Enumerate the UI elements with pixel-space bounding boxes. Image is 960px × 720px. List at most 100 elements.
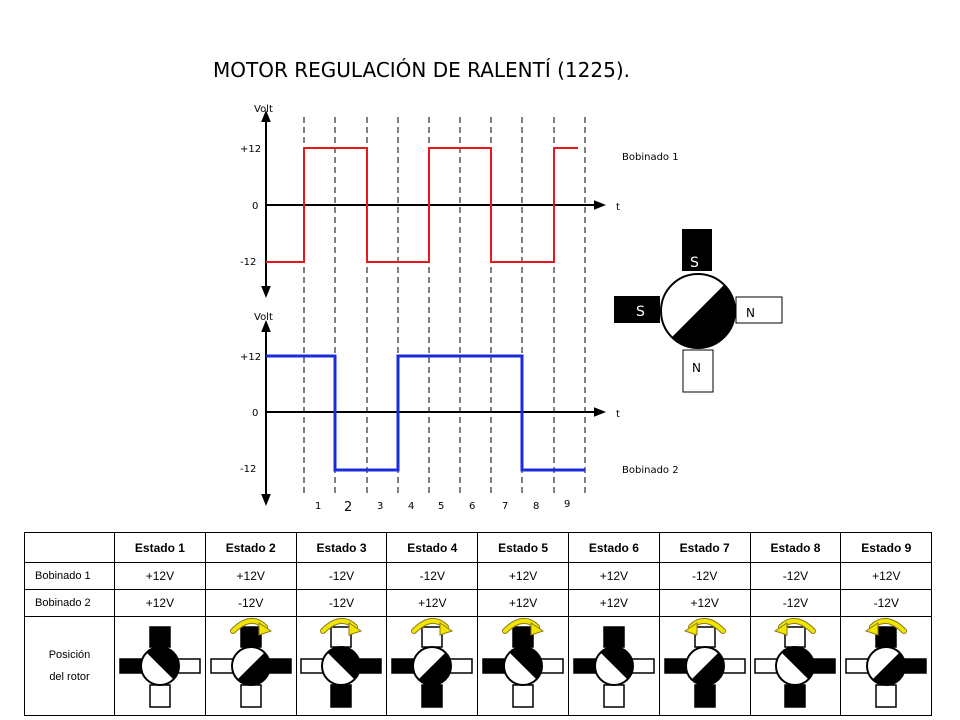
graph2-ylabel: Volt [254,312,273,323]
rotor-pole-top [784,626,807,648]
header-estado-8: Estado 8 [749,532,842,563]
rotation-arrowhead-icon [348,622,363,636]
header-estado-2: Estado 2 [204,532,297,563]
cell-b1-4: -12V [386,562,479,590]
header-estado-3: Estado 3 [295,532,388,563]
graph1-tick-plus12: +12 [240,144,261,155]
rotor-position-6 [567,616,660,716]
header-estado-5: Estado 5 [477,532,569,563]
row-label-rotor-position: Posición del rotor [24,616,115,716]
rotor-pole-top [330,626,353,648]
cell-b2-7: +12V [658,589,751,617]
header-estado-6: Estado 6 [567,532,660,563]
row-label-bobinado1: Bobinado 1 [24,562,115,590]
graph1-ylabel: Volt [254,104,273,115]
state-number-5: 5 [438,501,444,512]
rotation-arrowhead-icon [258,622,272,636]
header-estado-4: Estado 4 [386,532,479,563]
graph2-series-name: Bobinado 2 [622,465,679,476]
cell-b1-2: +12V [204,562,297,590]
rotation-arrowhead-icon [530,622,545,636]
rotor-icon-1 [119,626,201,708]
cell-b2-3: -12V [295,589,388,617]
rotor-pole-top [603,626,625,648]
rotation-arrowhead-icon [865,622,879,636]
page-title: MOTOR REGULACIÓN DE RALENTÍ (1225). [213,58,630,82]
cell-b1-3: -12V [295,562,388,590]
cell-b2-6: +12V [567,589,660,617]
cell-b1-7: -12V [658,562,751,590]
state-number-7: 7 [502,501,508,512]
rotor-icon-4 [391,618,474,708]
table-corner-cell [24,532,115,563]
cell-b2-1: +12V [114,589,206,617]
graph1-series-name: Bobinado 1 [622,152,679,163]
table-row-rotor-position: Posición del rotor [24,616,933,716]
graph1-xlabel: t [616,202,620,213]
rotor-icon-8 [754,618,837,708]
rotor-icon-7 [663,618,746,708]
cell-b1-5: +12V [477,562,569,590]
rotor-pole-bottom [239,684,262,708]
rotor-pole-bottom [693,684,716,708]
header-estado-9: Estado 9 [840,532,933,563]
rotor-pole-bottom [512,684,534,708]
state-number-1: 1 [315,501,321,512]
bobinado1-waveform [266,147,578,263]
header-estado-7: Estado 7 [658,532,751,563]
rotor-icon-5 [482,618,564,708]
rotor-position-label-line2: del rotor [49,671,90,683]
rotor-position-2 [204,616,297,716]
rotor-pole-top [421,626,444,648]
graph2-xlabel: t [616,409,620,420]
rotor-position-4 [386,616,479,716]
rotor-pole-bottom [603,684,625,708]
rotation-arrowhead-icon [683,622,698,636]
rotor-pole-bottom [421,684,444,708]
rotor-position-9 [840,616,933,716]
rotor-pole-bottom [875,684,898,708]
cell-b1-6: +12V [567,562,660,590]
rotor-pole-bottom [784,684,807,708]
rotor-dark-half [872,652,906,685]
table-row-bobinado1: Bobinado 1 +12V +12V -12V -12V +12V +12V… [24,562,933,590]
rotor-position-7 [658,616,751,716]
cell-b1-9: +12V [840,562,933,590]
rotor-icon-6 [573,626,655,708]
rotor-pole-top [239,626,262,648]
rotor-position-5 [477,616,569,716]
rotor-icon-3 [300,618,383,708]
rotor-pole-bottom [330,684,353,708]
cell-b2-4: +12V [386,589,479,617]
state-number-9: 9 [564,499,570,510]
rotor-dark-half [509,647,543,680]
graph2-tick-minus12: -12 [240,464,256,475]
cell-b2-8: -12V [749,589,842,617]
rotor-position-8 [749,616,842,716]
rotor-icon-2 [209,618,292,708]
state-number-3: 3 [377,501,383,512]
rotor-dark-half [418,652,452,685]
cell-b2-5: +12V [477,589,569,617]
bobinado2-waveform [266,354,585,472]
rotor-dark-half [691,652,724,685]
waveform-diagram: Volt +12 0 -12 t Bobinado 1 Volt +12 0 -… [240,104,679,515]
rotor-dark-half [146,647,179,680]
state-number-8: 8 [533,501,539,512]
state-number-4: 4 [408,501,414,512]
rotor-pole-top [693,626,716,648]
rotor-position-3 [295,616,388,716]
state-number-2: 2 [344,500,352,515]
rotation-arrowhead-icon [439,622,454,636]
cell-b1-1: +12V [114,562,206,590]
header-estado-1: Estado 1 [114,532,206,563]
table-header-row: Estado 1 Estado 2 Estado 3 Estado 4 Esta… [24,532,933,563]
graph1-tick-minus12: -12 [240,257,256,268]
graph2-tick-plus12: +12 [240,352,261,363]
rotor-dark-half [237,652,270,685]
rotation-arrowhead-icon [774,622,788,636]
row-label-bobinado2: Bobinado 2 [24,589,115,617]
rotor-pole-top [149,626,171,648]
rotor-dark-half [782,647,815,680]
rotor-position-label-line1: Posición [48,649,91,661]
